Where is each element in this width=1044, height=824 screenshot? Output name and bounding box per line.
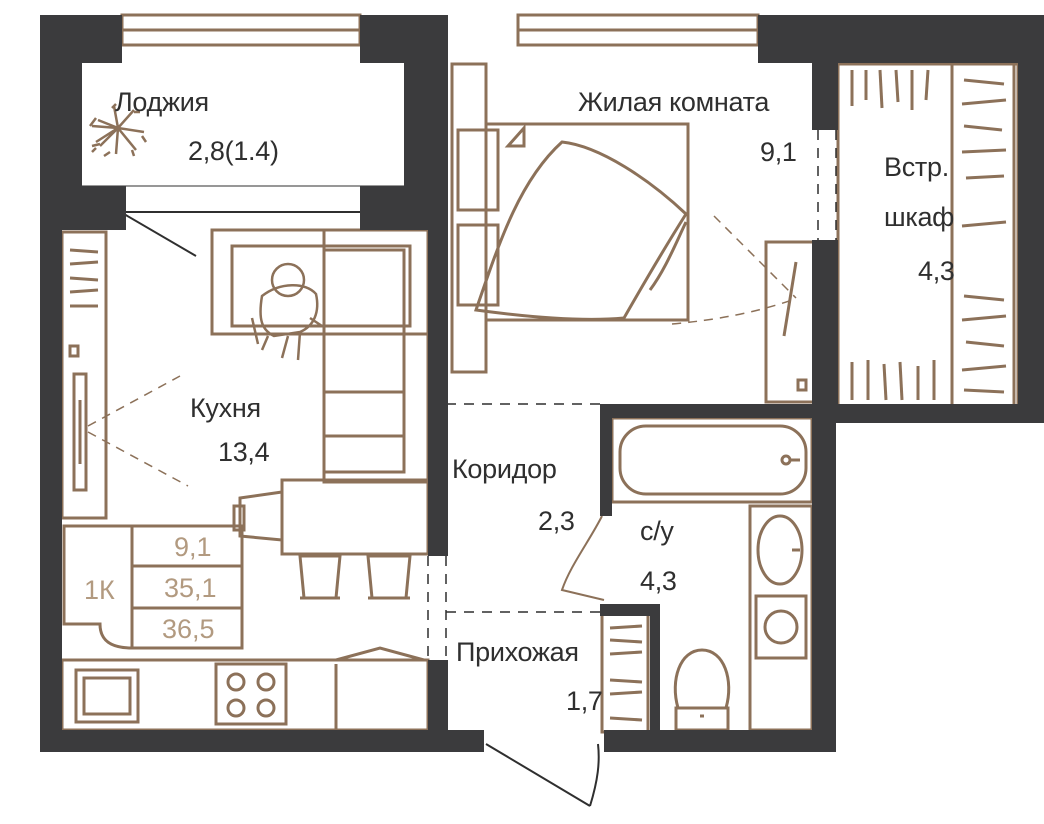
hallway-area: 1,7 xyxy=(566,686,603,716)
summary-box xyxy=(62,524,244,650)
hallway-name: Прихожая xyxy=(456,637,579,667)
living-area: 9,1 xyxy=(760,137,797,167)
bathtub xyxy=(610,416,814,504)
closet-name-line1: Встр. xyxy=(884,152,949,182)
kitchen-counter xyxy=(60,646,430,732)
toilet xyxy=(673,648,731,732)
loggia-name: Лоджия xyxy=(115,87,209,117)
bathroom-area: 4,3 xyxy=(640,566,677,596)
kitchen-shelving xyxy=(60,230,108,520)
loggia-area: 2,8(1.4) xyxy=(188,136,279,166)
closet-shelves xyxy=(764,62,1020,408)
closet-area: 4,3 xyxy=(918,256,955,286)
entrance-door xyxy=(485,743,600,807)
person-icon xyxy=(250,262,323,361)
walls xyxy=(40,15,1044,752)
room-boundaries xyxy=(427,130,837,660)
living-area-value: 9,1 xyxy=(174,532,212,562)
bathroom-sink xyxy=(748,504,814,732)
corridor-name: Коридор xyxy=(452,454,557,484)
hallway-shelving xyxy=(600,612,650,734)
living-name: Жилая комната xyxy=(578,87,770,117)
living-door xyxy=(671,215,797,325)
kitchen-door xyxy=(87,375,189,487)
bathroom-name: с/у xyxy=(640,516,674,546)
total-with-loggia-value: 36,5 xyxy=(162,614,215,644)
kitchen-name: Кухня xyxy=(190,393,261,423)
kitchen-area: 13,4 xyxy=(218,437,270,467)
apartment-type: 1К xyxy=(84,575,115,605)
plant-icon xyxy=(89,103,148,158)
corridor-area: 2,3 xyxy=(538,506,575,536)
dining-table xyxy=(232,478,430,600)
bed xyxy=(450,62,690,374)
bathroom-door xyxy=(560,515,605,601)
total-area-value: 35,1 xyxy=(164,573,217,603)
closet-name-line2: шкаф xyxy=(884,202,955,232)
